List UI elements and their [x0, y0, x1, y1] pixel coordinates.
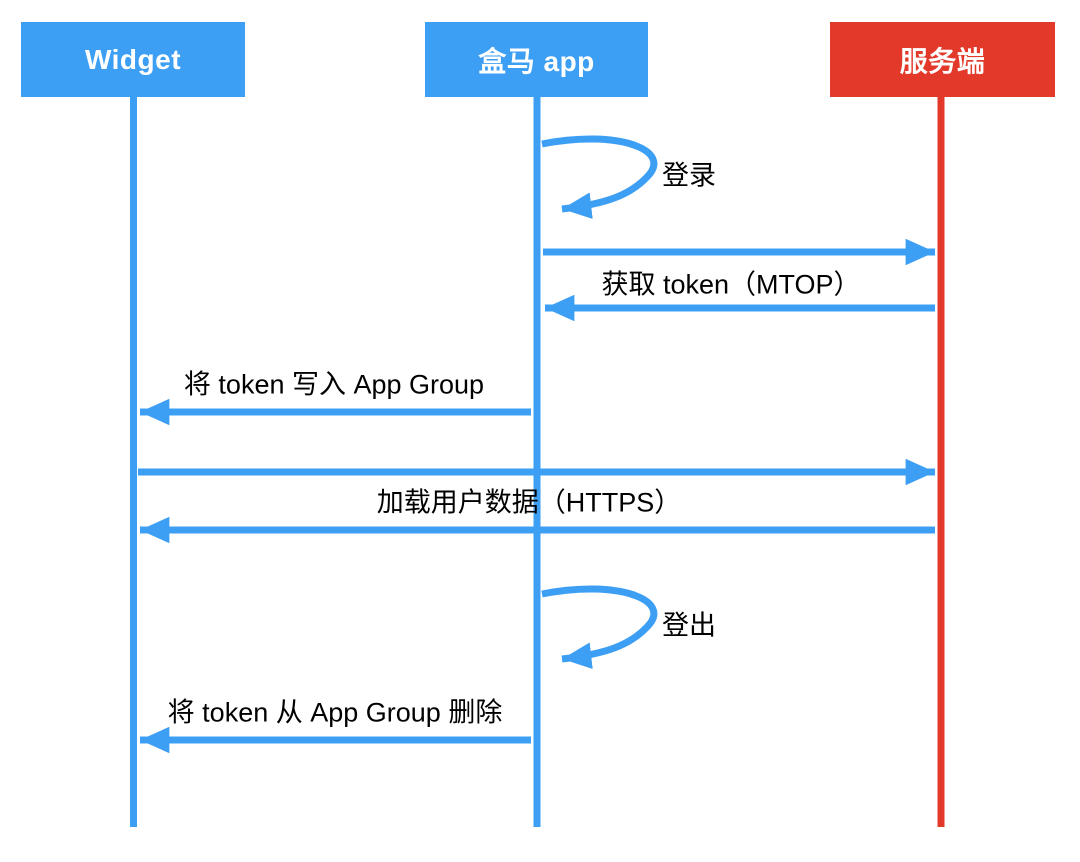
actor-box-widget: Widget [21, 22, 245, 97]
self-loop-login-arrow [541, 135, 658, 219]
message-label-load-user-data: 加载用户数据（HTTPS） [376, 487, 682, 518]
actor-label-hema-app: 盒马 app [478, 45, 595, 77]
actor-box-server: 服务端 [830, 22, 1055, 97]
actor-label-server: 服务端 [899, 45, 986, 77]
actor-label-widget: Widget [84, 43, 182, 75]
message-label-delete-token: 将 token 从 App Group 删除 [167, 697, 503, 728]
message-label-logout: 登出 [662, 610, 716, 641]
self-loop-logout-arrow [541, 585, 658, 669]
actor-box-hema-app: 盒马 app [425, 22, 648, 97]
message-label-write-token: 将 token 写入 App Group [183, 369, 485, 400]
message-label-get-token: 获取 token（MTOP） [601, 269, 861, 300]
message-label-login: 登录 [662, 160, 716, 191]
